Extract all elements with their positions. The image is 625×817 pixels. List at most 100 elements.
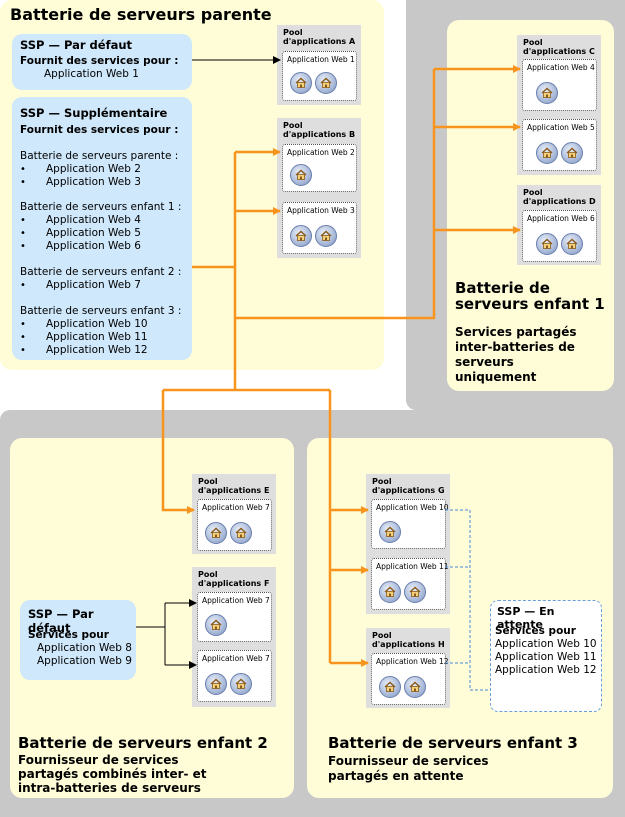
ssp-provides: Services pour [495, 625, 576, 637]
pool-title-line2: d'applications H [372, 640, 445, 649]
ssp-app: Application Web 10 [495, 638, 597, 650]
ssp-group-label: Batterie de serveurs enfant 1 : [20, 201, 182, 213]
pool-title-line1: Pool [523, 38, 543, 47]
ssp-app: Application Web 11 [495, 651, 597, 663]
website-home-icon [561, 233, 583, 255]
pool-title-line2: d'applications E [198, 486, 270, 495]
pool-title-line1: Pool [372, 631, 392, 640]
child1-title-line1: Batterie de [455, 279, 550, 297]
web-app-box: Application Web 7 [197, 592, 272, 642]
web-app-label: Application Web 1 [287, 55, 355, 64]
ssp-app: Application Web 9 [37, 655, 132, 667]
website-home-icon [230, 522, 252, 544]
ssp-app: Application Web 8 [37, 642, 132, 654]
pool-title-line1: Pool [198, 570, 218, 579]
web-app-label: Application Web 10 [376, 503, 449, 512]
ssp-item: Application Web 3 [46, 176, 141, 188]
ssp-title: SSP — Par défaut [28, 607, 94, 635]
child1-subtitle-line3: serveurs [455, 355, 514, 369]
web-app-label: Application Web 12 [376, 657, 449, 666]
ssp-group-label: Batterie de serveurs parente : [20, 150, 179, 162]
child2-subtitle-line1: Fournisseur de services [18, 753, 179, 767]
ssp-provides: Fournit des services pour : [20, 124, 179, 136]
ssp-item: Application Web 11 [46, 331, 148, 343]
ssp-provides: Fournit des services pour : [20, 55, 179, 67]
pool-title-line1: Pool [283, 121, 303, 130]
website-home-icon [404, 676, 426, 698]
ssp-default-child2: SSP — Par défaut Services pour Applicati… [20, 600, 136, 680]
pool-e: Pool d'applications E Application Web 7 [192, 474, 276, 554]
web-app-label: Application Web 3 [287, 206, 355, 215]
web-app-label: Application Web 11 [376, 562, 449, 571]
ssp-item: Application Web 7 [46, 279, 141, 291]
website-home-icon [205, 614, 227, 636]
bullet: • [20, 215, 26, 226]
website-home-icon [290, 225, 312, 247]
ssp-group-label: Batterie de serveurs enfant 3 : [20, 305, 182, 317]
ssp-title: SSP — Par défaut [20, 38, 133, 52]
web-app-box: Application Web 12 [371, 653, 449, 705]
website-home-icon [205, 522, 227, 544]
web-app-label: Application Web 4 [527, 63, 595, 72]
ssp-item: Application Web 12 [46, 344, 148, 356]
pool-title-line2: d'applications D [523, 197, 596, 206]
bullet: • [20, 280, 26, 291]
web-app-box: Application Web 7 [197, 650, 272, 702]
web-app-box: Application Web 7 [197, 499, 272, 551]
pool-title-line2: d'applications G [372, 486, 445, 495]
pool-title-line2: d'applications C [523, 47, 595, 56]
child3-title: Batterie de serveurs enfant 3 [328, 734, 578, 752]
website-home-icon [379, 521, 401, 543]
website-home-icon [536, 82, 558, 104]
bullet: • [20, 177, 26, 188]
bullet: • [20, 228, 26, 239]
website-home-icon [404, 581, 426, 603]
bullet: • [20, 319, 26, 330]
web-app-box: Application Web 2 [282, 144, 357, 192]
website-home-icon [290, 164, 312, 186]
pool-h: Pool d'applications H Application Web 12 [366, 628, 450, 708]
child2-subtitle-line2: partagés combinés inter- et [18, 767, 207, 781]
web-app-label: Application Web 7 [202, 503, 270, 512]
web-app-label: Application Web 6 [527, 214, 595, 223]
web-app-box: Application Web 5 [522, 119, 597, 171]
child3-subtitle-line1: Fournisseur de services [328, 754, 489, 768]
web-app-label: Application Web 5 [527, 123, 595, 132]
bullet: • [20, 164, 26, 175]
website-home-icon [561, 142, 583, 164]
child1-subtitle-line2: inter-batteries de [455, 340, 575, 354]
website-home-icon [379, 581, 401, 603]
ssp-item: Application Web 5 [46, 227, 141, 239]
website-home-icon [290, 72, 312, 94]
web-app-box: Application Web 3 [282, 202, 357, 254]
website-home-icon [205, 673, 227, 695]
child2-subtitle-line3: intra-batteries de serveurs [18, 781, 201, 795]
pool-d: Pool d'applications D Application Web 6 [517, 185, 601, 265]
ssp-extra-parent: SSP — Supplémentaire Fournit des service… [12, 97, 192, 360]
website-home-icon [315, 225, 337, 247]
ssp-item: Application Web 6 [46, 240, 141, 252]
web-app-box: Application Web 10 [371, 499, 449, 549]
child3-subtitle-line2: partagés en attente [328, 769, 464, 783]
pool-title-line2: d'applications A [283, 37, 356, 46]
child2-title: Batterie de serveurs enfant 2 [18, 734, 268, 752]
website-home-icon [536, 142, 558, 164]
bullet: • [20, 241, 26, 252]
website-home-icon [536, 233, 558, 255]
pool-f: Pool d'applications F Application Web 7 … [192, 567, 276, 707]
ssp-title: SSP — En attente [497, 605, 555, 631]
bullet: • [20, 332, 26, 343]
ssp-provides: Services pour [28, 629, 109, 641]
pool-title-line2: d'applications B [283, 130, 356, 139]
child1-subtitle-line4: uniquement [455, 370, 537, 384]
web-app-label: Application Web 2 [287, 148, 355, 157]
child1-title-line2: serveurs enfant 1 [455, 295, 605, 313]
web-app-box: Application Web 4 [522, 59, 597, 111]
ssp-app: Application Web 1 [44, 68, 139, 80]
web-app-label: Application Web 7 [202, 654, 270, 663]
ssp-app: Application Web 12 [495, 664, 597, 676]
pool-title-line1: Pool [523, 188, 543, 197]
ssp-item: Application Web 4 [46, 214, 141, 226]
pool-title-line1: Pool [283, 28, 303, 37]
website-home-icon [230, 673, 252, 695]
